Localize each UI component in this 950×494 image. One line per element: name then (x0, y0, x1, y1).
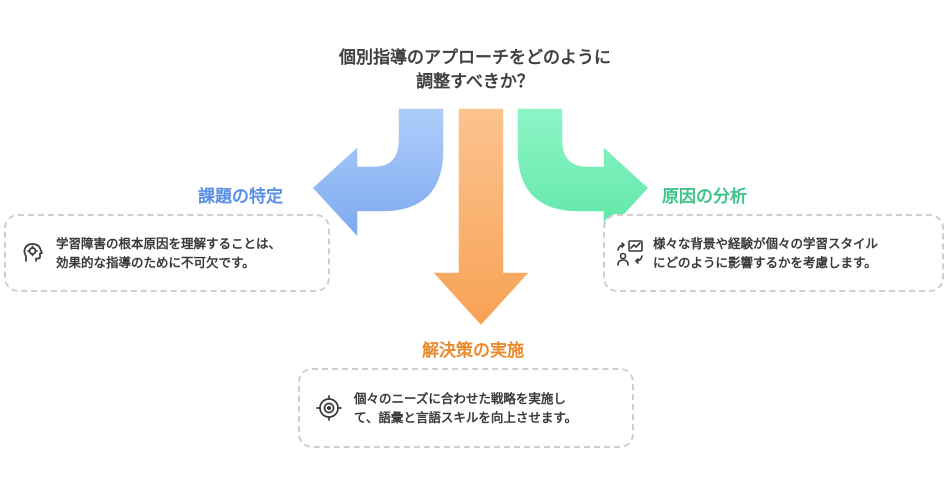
right-info-box: 様々な背景や経験が個々の学習スタイル にどのように影響するかを考慮します。 (603, 214, 944, 292)
left-line-1: 学習障害の根本原因を理解することは、 (56, 236, 282, 251)
left-description: 学習障害の根本原因を理解することは、 効果的な指導のために不可欠です。 (56, 234, 281, 272)
brain-head-icon (18, 241, 48, 265)
center-info-box: 個々のニーズに合わせた戦略を実施し て、語彙と言語スキルを向上させます。 (298, 368, 634, 448)
title-line-2: 調整すべきか？ (416, 72, 534, 92)
analysis-chart-icon (615, 239, 645, 267)
left-arrow (310, 107, 445, 240)
title-line-1: 個別指導のアプローチをどのように (339, 48, 611, 68)
left-line-2: 効果的な指導のために不可欠です。 (56, 255, 255, 270)
center-description: 個々のニーズに合わせた戦略を実施し て、語彙と言語スキルを向上させます。 (354, 389, 577, 427)
center-line-2: て、語彙と言語スキルを向上させます。 (354, 410, 578, 425)
center-heading: 解決策の実施 (422, 341, 524, 361)
center-line-1: 個々のニーズに合わせた戦略を実施し (354, 391, 566, 406)
right-line-2: にどのように影響するかを考慮します。 (653, 255, 877, 270)
target-icon (314, 395, 344, 421)
diagram-title: 個別指導のアプローチをどのように 調整すべきか？ (250, 46, 700, 94)
right-heading: 原因の分析 (662, 187, 747, 207)
center-arrow (430, 107, 532, 328)
right-line-1: 様々な背景や経験が個々の学習スタイル (653, 236, 879, 251)
right-description: 様々な背景や経験が個々の学習スタイル にどのように影響するかを考慮します。 (653, 234, 878, 272)
left-info-box: 学習障害の根本原因を理解することは、 効果的な指導のために不可欠です。 (4, 214, 330, 292)
left-heading: 課題の特定 (198, 187, 283, 207)
